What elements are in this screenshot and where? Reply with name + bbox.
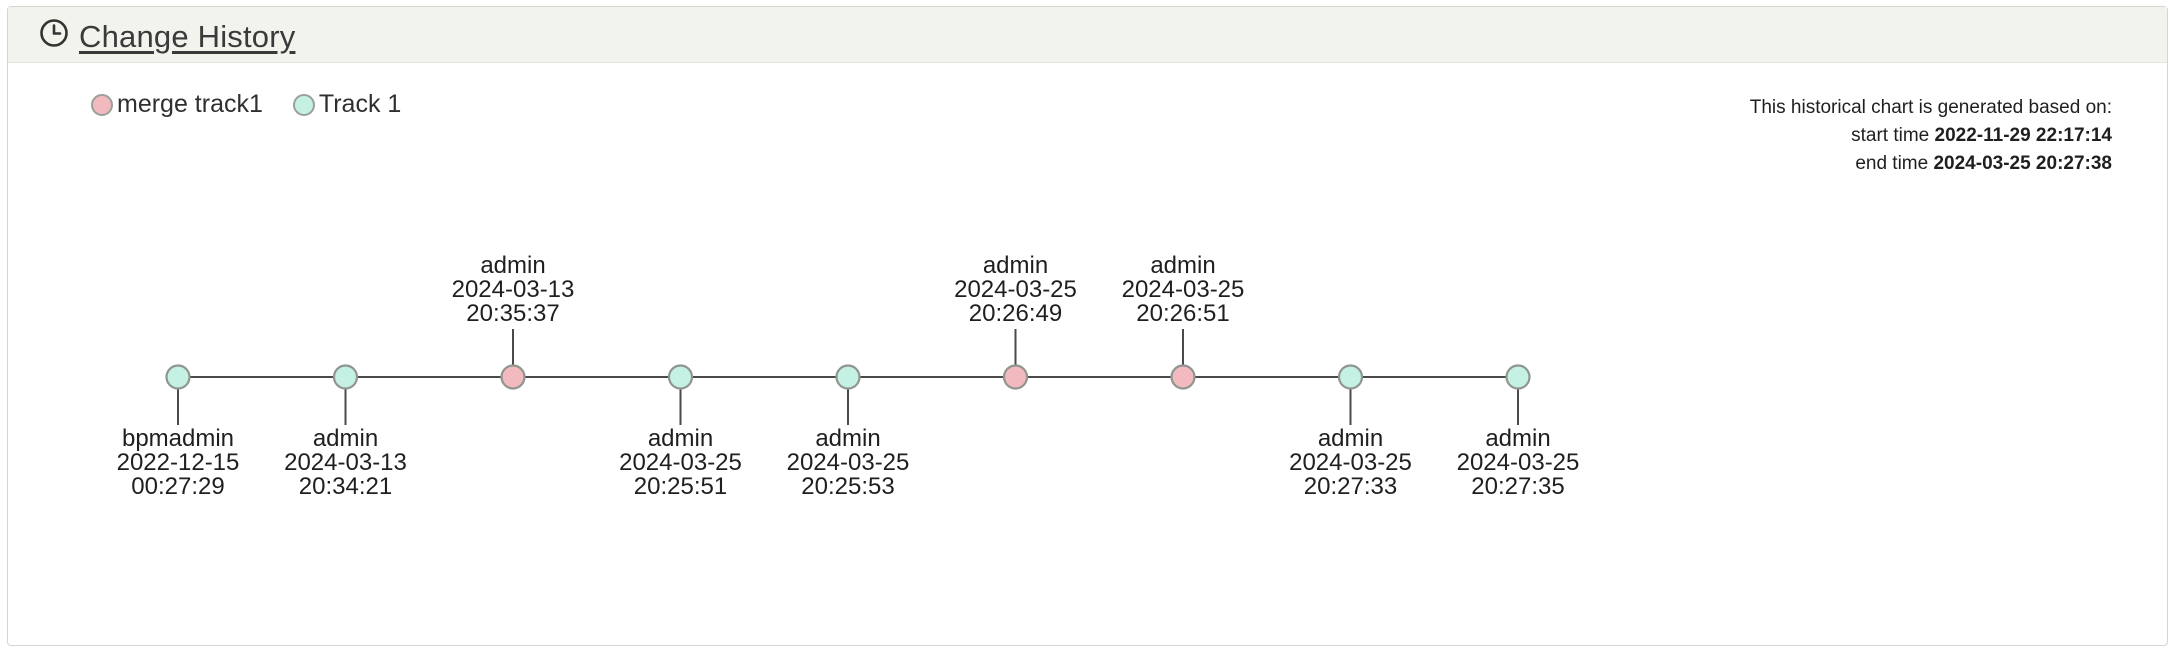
info-start-time: start time 2022-11-29 22:17:14: [1750, 122, 2112, 150]
start-time-value: 2022-11-29 22:17:14: [1934, 125, 2112, 146]
event-time-label: 20:34:21: [299, 473, 392, 500]
event-node[interactable]: [1002, 364, 1029, 390]
info-intro: This historical chart is generated based…: [1749, 97, 2112, 118]
legend-swatch-merge-track1: [91, 93, 113, 116]
event-date-label: 2024-03-13: [452, 276, 575, 303]
event-user-label: bpmadmin: [122, 425, 234, 452]
change-timeline: bpmadmin2022-12-1500:27:29admin2024-03-1…: [117, 252, 1580, 500]
event-time-label: 20:27:35: [1471, 473, 1564, 500]
event-date-label: 2024-03-25: [1122, 276, 1245, 303]
event-user-label: admin: [648, 425, 713, 452]
legend-item-merge-track1[interactable]: merge track1: [91, 90, 263, 119]
clock-icon: [40, 19, 68, 47]
event-date-label: 2024-03-25: [1289, 449, 1412, 476]
page-title[interactable]: Change History: [79, 19, 296, 54]
end-time-label: end time: [1855, 153, 1929, 174]
legend-item-track-1[interactable]: Track 1: [292, 90, 402, 119]
event-node[interactable]: [332, 364, 359, 390]
event-user-label: admin: [1150, 252, 1215, 279]
event-time-label: 20:25:51: [634, 473, 727, 500]
event-time-label: 20:35:37: [466, 300, 559, 327]
chart-generation-info: This historical chart is generated based…: [1750, 94, 2112, 178]
event-node[interactable]: [835, 364, 861, 390]
legend-label: Track 1: [318, 90, 402, 118]
start-time-label: start time: [1851, 125, 1930, 146]
event-node[interactable]: [667, 364, 694, 390]
event-time-label: 20:25:53: [801, 473, 894, 500]
event-user-label: admin: [1318, 425, 1383, 452]
end-time-value: 2024-03-25 20:27:38: [1933, 153, 2112, 174]
panel-header: Change History: [8, 7, 2167, 63]
info-end-time: end time 2024-03-25 20:27:38: [1750, 150, 2112, 178]
event-node[interactable]: [1505, 364, 1531, 390]
event-node[interactable]: [500, 364, 526, 390]
legend-swatch-track-1: [292, 93, 315, 116]
event-node[interactable]: [1337, 364, 1364, 390]
event-user-label: admin: [815, 425, 880, 452]
change-history-panel: Change History: [7, 6, 2168, 646]
event-date-label: 2024-03-25: [619, 449, 742, 476]
event-date-label: 2024-03-13: [284, 449, 407, 476]
event-user-label: admin: [313, 425, 378, 452]
event-user-label: admin: [480, 252, 545, 279]
event-node[interactable]: [1170, 364, 1196, 390]
legend: merge track1 Track 1: [91, 90, 431, 119]
event-time-label: 20:26:49: [969, 300, 1062, 327]
event-time-label: 20:26:51: [1136, 300, 1229, 327]
event-date-label: 2022-12-15: [117, 449, 240, 476]
legend-label: merge track1: [117, 90, 263, 118]
event-time-label: 00:27:29: [131, 473, 224, 500]
event-date-label: 2024-03-25: [787, 449, 910, 476]
event-user-label: admin: [983, 252, 1048, 279]
event-node[interactable]: [165, 364, 191, 390]
event-date-label: 2024-03-25: [954, 276, 1077, 303]
event-user-label: admin: [1485, 425, 1550, 452]
event-date-label: 2024-03-25: [1457, 449, 1580, 476]
event-time-label: 20:27:33: [1304, 473, 1397, 500]
